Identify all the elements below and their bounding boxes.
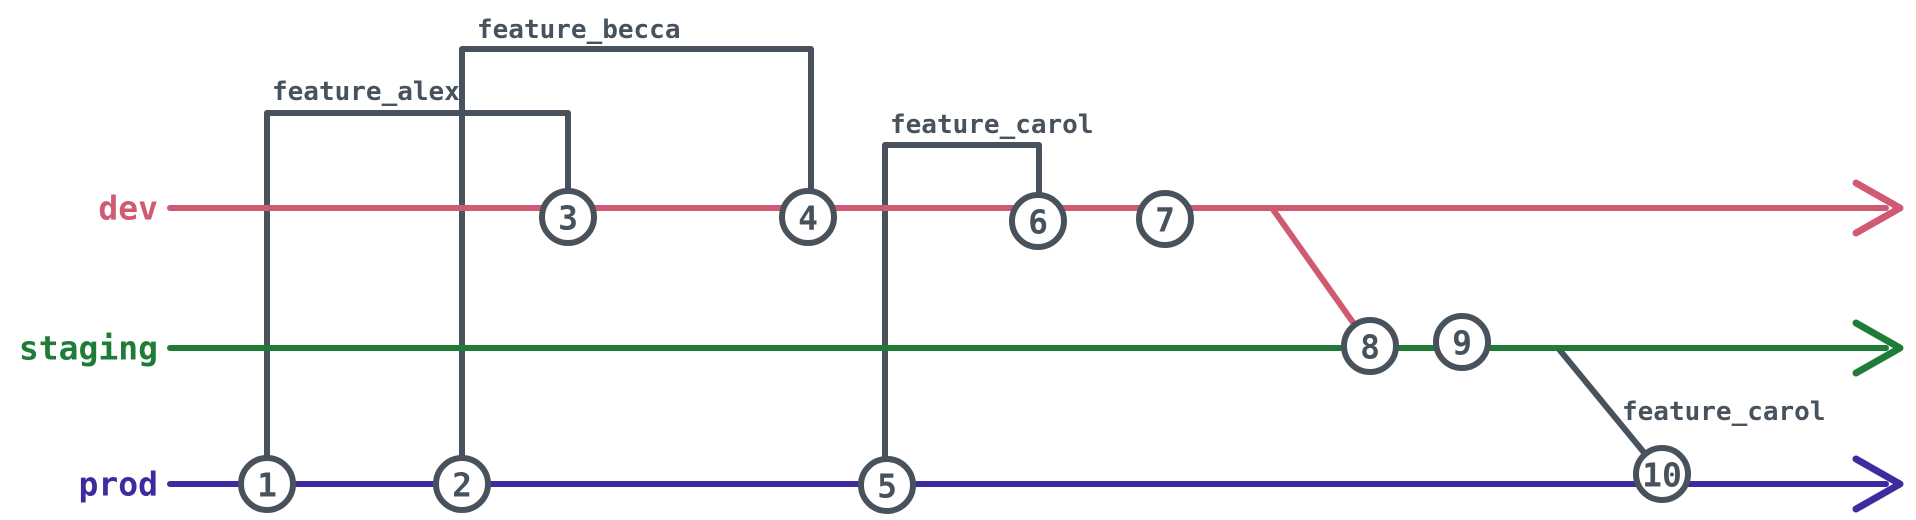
feature-branch-label: feature_carol (1622, 397, 1826, 427)
commit-node-6 (1009, 192, 1067, 250)
branch-label-prod: prod (79, 465, 158, 504)
connector-feature-alex (264, 110, 571, 483)
commit-node-2 (433, 455, 491, 513)
connectors-layer (264, 46, 1663, 485)
commit-number-7: 7 (1155, 201, 1175, 240)
commit-number-4: 4 (798, 199, 818, 238)
arrowhead-icon-staging (1852, 319, 1904, 377)
commit-number-9: 9 (1452, 324, 1472, 363)
branch-label-dev: dev (98, 189, 158, 228)
connector-merge-dev-to-staging (1269, 205, 1372, 348)
commit-number-5: 5 (877, 467, 897, 506)
commit-number-2: 2 (452, 466, 472, 505)
feature-branch-label: feature_carol (890, 110, 1094, 140)
feature-branch-label: feature_becca (477, 15, 681, 45)
commit-node-8 (1341, 317, 1399, 375)
commit-node-9 (1433, 313, 1491, 371)
commit-number-1: 1 (257, 466, 277, 505)
feature-branch-label: feature_alex (272, 77, 460, 107)
commit-number-3: 3 (558, 199, 578, 238)
commit-node-3 (539, 188, 597, 246)
connector-feature-becca (459, 46, 814, 483)
commit-node-7 (1136, 190, 1194, 248)
arrowhead-icon-prod (1852, 455, 1904, 513)
commit-number-10: 10 (1642, 456, 1682, 495)
commit-number-8: 8 (1360, 328, 1380, 367)
commit-node-4 (779, 188, 837, 246)
commit-node-1 (238, 455, 296, 513)
commit-node-10 (1633, 445, 1691, 503)
commit-number-6: 6 (1028, 203, 1048, 242)
commit-node-5 (858, 456, 916, 514)
connector-feature-carol-to-dev (882, 142, 1042, 485)
commits-layer: 1 2 3 4 5 6 7 8 9 10 (238, 188, 1691, 514)
connector-feature-carol-to-prod (1555, 345, 1663, 475)
branch-label-staging: staging (19, 329, 158, 368)
arrowhead-icon-dev (1852, 179, 1904, 237)
labels-layer: feature_alexfeature_beccafeature_carolfe… (19, 15, 1826, 504)
